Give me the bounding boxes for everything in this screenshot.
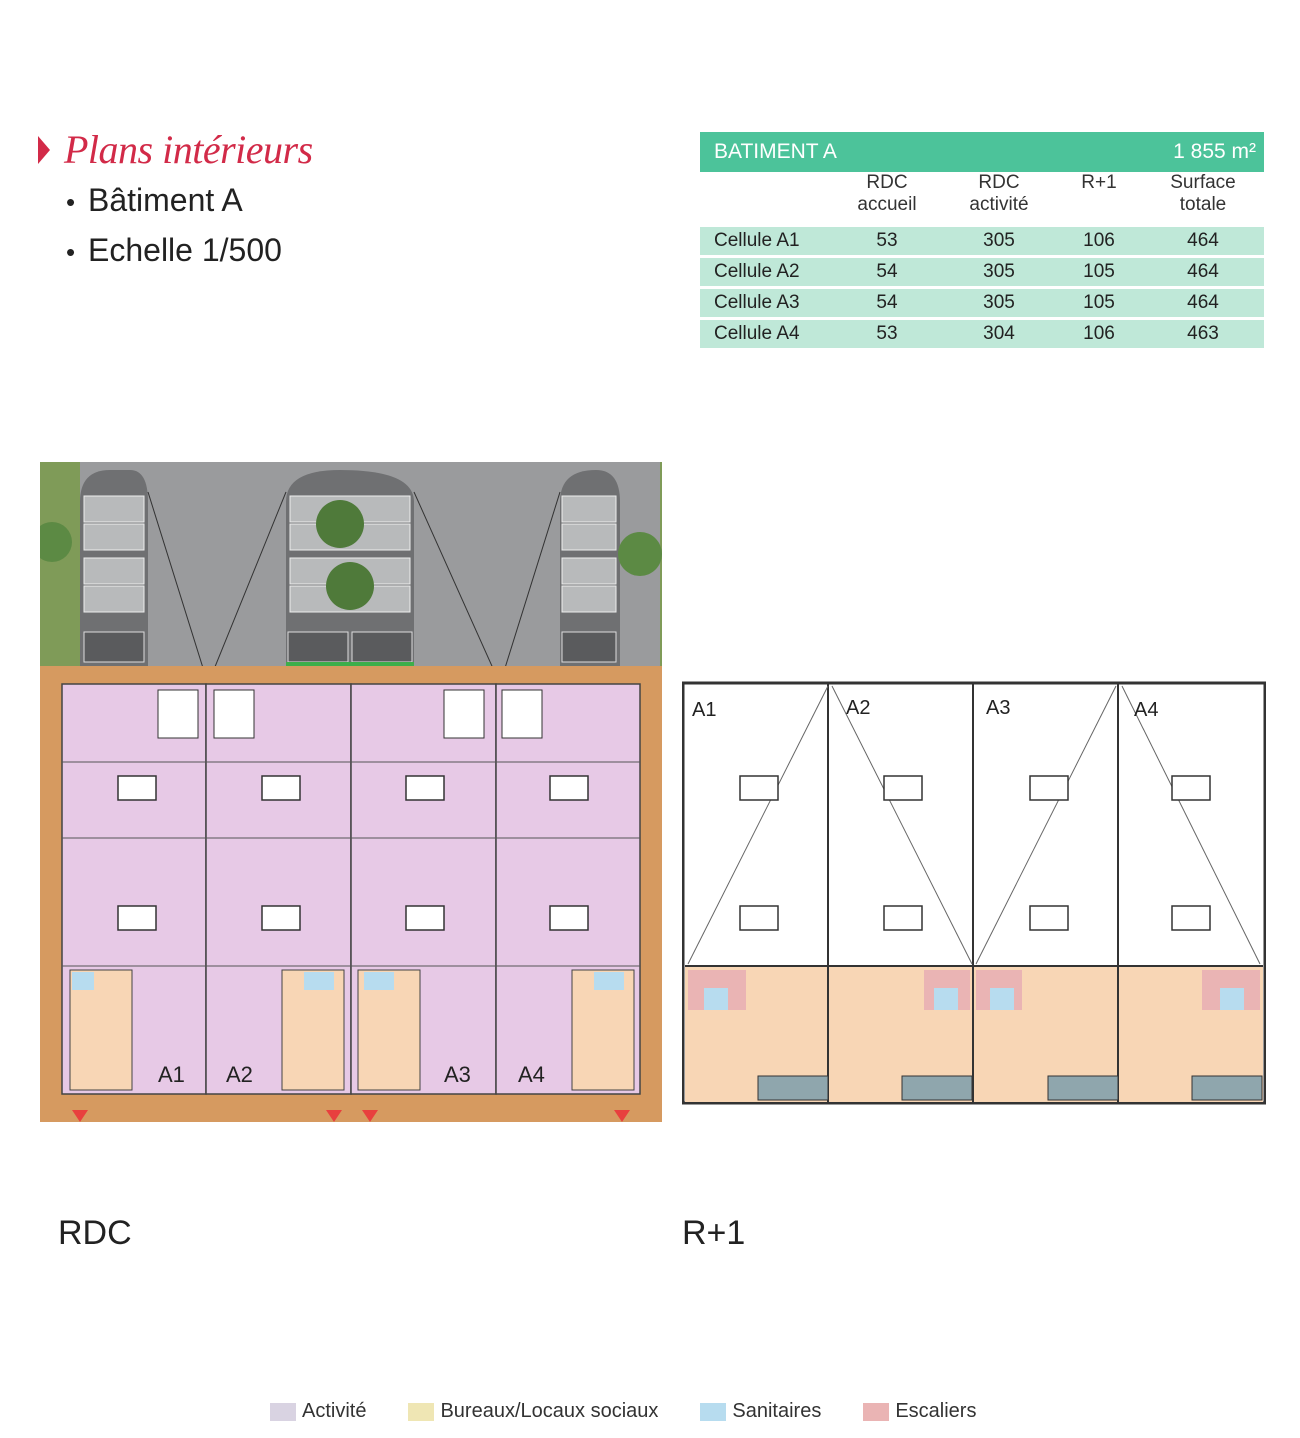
cell-label-a4: A4 (518, 1062, 545, 1087)
tree-icon (40, 522, 72, 562)
rdc-label: RDC (58, 1214, 132, 1252)
chevron-right-icon (38, 135, 50, 164)
access-lines (147, 491, 561, 685)
section-title: Plans intérieurs (38, 126, 313, 173)
legend-item-activite: Activité (270, 1400, 366, 1423)
cell-label-a1: A1 (158, 1062, 185, 1087)
column-header-r1: R+1 (1081, 172, 1117, 193)
r1-floor-plan: A1 A2 A3 A4 (682, 681, 1266, 1105)
entrance-markers (72, 1110, 630, 1122)
table-total-area: 1 855 m² (1173, 140, 1256, 163)
column-header-cell (700, 172, 832, 224)
sanitary-blocks (704, 988, 1244, 1010)
balconies (757, 1075, 1263, 1101)
activity-cells (61, 683, 641, 1095)
legend-swatch (270, 1402, 296, 1421)
cell-label-a4: A4 (1134, 699, 1158, 721)
legend-swatch (700, 1402, 727, 1421)
bullet-scale: Echelle 1/500 (66, 226, 282, 276)
tree-icon (326, 562, 374, 610)
bullet-list: Bâtiment A Echelle 1/500 (66, 176, 282, 276)
table-building-name: BATIMENT A (714, 140, 837, 163)
legend-item-sanitaires: Sanitaires (700, 1400, 821, 1423)
skylights (739, 775, 1211, 931)
table-header: BATIMENT A 1 855 m² (700, 132, 1264, 172)
diagonal-lines (687, 685, 1261, 965)
accessible-bays (83, 631, 617, 663)
tree-icon (316, 500, 364, 548)
office-blocks (69, 969, 635, 1091)
skylights (117, 775, 589, 931)
legend-swatch (408, 1402, 435, 1421)
legend-swatch (863, 1402, 890, 1421)
cell-dividers (685, 683, 1263, 1102)
sanitary-blocks (72, 972, 624, 990)
tree-icon (618, 532, 662, 576)
grid-lines (62, 761, 640, 967)
rdc-floor-plan: A1 A2 A3 A4 (40, 462, 662, 1122)
dock-doors (157, 689, 543, 739)
cell-label-a3: A3 (986, 697, 1010, 719)
legend-item-escaliers: Escaliers (863, 1400, 976, 1423)
legend: Activité Bureaux/Locaux sociaux Sanitair… (270, 1400, 1018, 1423)
cell-label-a2: A2 (846, 697, 870, 719)
bullet-building: Bâtiment A (66, 176, 282, 226)
cell-label-a2: A2 (226, 1062, 253, 1087)
cell-label-a3: A3 (444, 1062, 471, 1087)
cell-label-a1: A1 (692, 699, 716, 721)
r1-label: R+1 (682, 1214, 746, 1252)
legend-item-bureaux: Bureaux/Locaux sociaux (408, 1400, 658, 1423)
page-title: Plans intérieurs (64, 127, 313, 172)
